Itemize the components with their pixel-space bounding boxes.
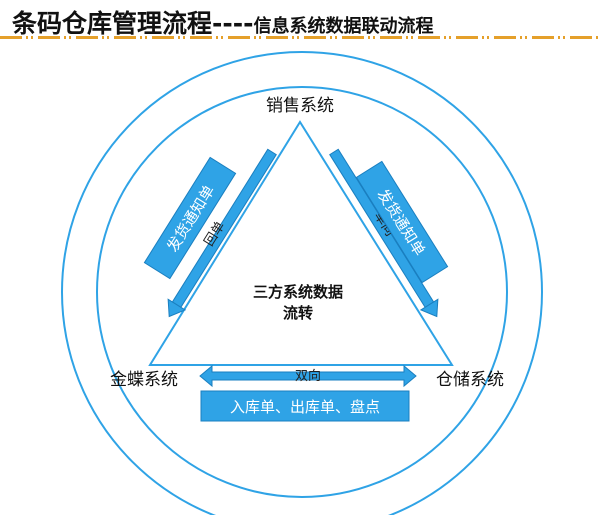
documents-label: 入库单、出库单、盘点 [230, 398, 380, 416]
bidirectional-label: 双向 [295, 368, 321, 384]
outer-circle [61, 51, 543, 515]
inner-circle [96, 86, 508, 498]
right-arrow [329, 148, 439, 318]
bidirectional-arrow [199, 364, 417, 388]
node-sales-system: 销售系统 [266, 96, 334, 116]
center-label-1: 三方系统数据 [253, 283, 343, 301]
documents-box [200, 390, 410, 422]
center-label-2: 流转 [283, 304, 313, 322]
title-main: 条码仓库管理流程---- [12, 9, 254, 38]
title-sub: 信息系统数据联动流程 [253, 16, 434, 37]
page-title: 条码仓库管理流程----信息系统数据联动流程 [12, 4, 434, 40]
node-kingdee-system: 金蝶系统 [110, 370, 178, 390]
title-divider [0, 36, 600, 39]
left-arrow [167, 148, 277, 318]
triangle [148, 120, 454, 366]
node-warehouse-system: 仓储系统 [436, 370, 504, 390]
